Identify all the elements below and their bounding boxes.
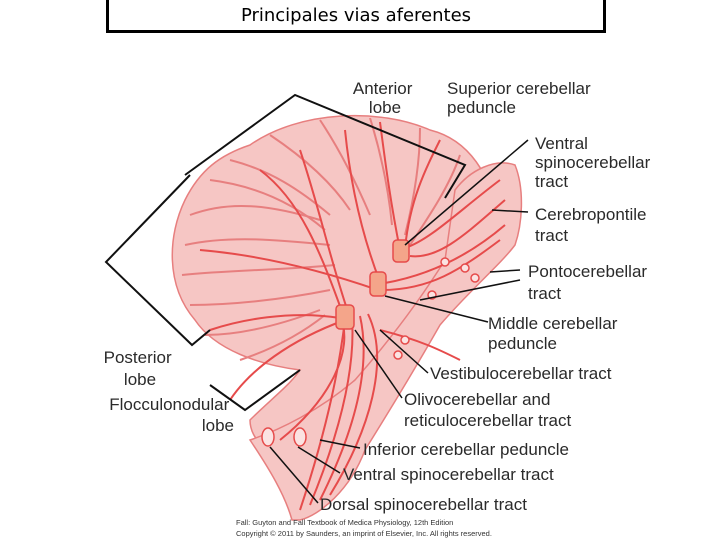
label-line: Dorsal spinocerebellar tract: [320, 495, 527, 514]
label-line: peduncle: [488, 334, 557, 353]
folium-line: [181, 264, 336, 276]
leader-line: [489, 269, 521, 273]
label-posterior-lobe: Posterior lobe: [104, 348, 177, 389]
label-anterior-lobe: Anterior lobe: [353, 79, 417, 117]
folium-line: [209, 179, 326, 231]
tract-cut-end: [393, 350, 403, 360]
label-line: Middle cerebellar: [488, 314, 618, 333]
label-line: Flocculonodular: [109, 395, 229, 414]
folium-line: [184, 238, 331, 246]
leader-line: [491, 209, 529, 213]
page-title: Principales vias aferentes: [240, 4, 472, 26]
leader-line: [384, 295, 489, 323]
label-vestibulocerebellar-tract: Vestibulocerebellar tract: [430, 364, 612, 383]
tract-line: [404, 179, 501, 249]
tract-line: [379, 329, 461, 361]
tract-line: [309, 317, 354, 506]
folium-line: [189, 204, 321, 221]
tract-line: [299, 149, 351, 319]
label-inferior-cerebellar-peduncle: Inferior cerebellar peduncle: [363, 440, 569, 459]
folium-line: [239, 314, 326, 361]
tract-line: [379, 121, 401, 251]
label-line: Cerebropontile: [535, 205, 647, 224]
anterior-lobe-bracket: [184, 93, 467, 199]
title-box: Principales vias aferentes: [106, 0, 606, 33]
label-dorsal-spinocerebellar-tract: Dorsal spinocerebellar tract: [320, 495, 527, 514]
tract-cut-end: [293, 427, 307, 447]
folium-line: [269, 134, 351, 211]
label-line: Superior cerebellar: [447, 79, 591, 98]
tract-line: [209, 314, 341, 331]
folium-line: [369, 117, 393, 226]
label-cerebropontile-tract: Cerebropontile tract: [535, 205, 651, 245]
folium-line: [189, 289, 331, 306]
leader-line: [354, 329, 403, 399]
tract-line: [381, 239, 501, 291]
leader-line: [404, 139, 529, 246]
label-middle-cerebellar-peduncle: Middle cerebellar peduncle: [488, 314, 622, 353]
label-line: Pontocerebellar: [528, 262, 647, 281]
credit-line: Copyright © 2011 by Saunders, an imprint…: [236, 529, 492, 538]
label-olivocerebellar-tract: Olivocerebellar and reticulocerebellar t…: [404, 390, 572, 430]
posterior-lobe-bracket: [104, 174, 211, 347]
label-line: peduncle: [447, 98, 516, 117]
label-line: Ventral spinocerebellar tract: [343, 465, 554, 484]
leader-line: [319, 439, 361, 449]
flocculonodular-bracket: [209, 369, 301, 412]
tract-line: [299, 319, 346, 511]
tract-line: [404, 139, 441, 249]
peduncle-bundles: [261, 239, 480, 447]
folium-line: [319, 119, 371, 216]
tract-lines: [199, 121, 506, 511]
label-superior-cerebellar-peduncle: Superior cerebellar peduncle: [447, 79, 595, 117]
tract-cut-end: [440, 257, 450, 267]
tract-line: [259, 169, 346, 321]
label-line: Vestibulocerebellar tract: [430, 364, 612, 383]
folium-line: [229, 159, 331, 216]
superior-peduncle-bundle: [392, 239, 410, 263]
lobe-brackets: [104, 93, 467, 412]
label-line: lobe: [202, 416, 234, 435]
middle-peduncle-bundle: [369, 271, 387, 297]
label-line: Anterior: [353, 79, 413, 98]
label-pontocerebellar-tract: Pontocerebellar tract: [528, 262, 652, 303]
figure-credit: Fall: Guyton and Fall Textbook of Medica…: [236, 518, 492, 538]
inferior-peduncle-bundle: [335, 304, 355, 330]
label-ventral-spinocerebellar-tract-bottom: Ventral spinocerebellar tract: [343, 465, 554, 484]
tract-line: [229, 319, 346, 401]
label-line: Olivocerebellar and: [404, 390, 550, 409]
leader-line: [379, 329, 429, 374]
label-ventral-spinocerebellar-tract-top: Ventral spinocerebellar tract: [535, 134, 655, 191]
label-line: reticulocerebellar tract: [404, 411, 572, 430]
leader-line: [419, 279, 521, 301]
tract-cut-end: [460, 263, 470, 273]
label-line: tract: [535, 226, 568, 245]
tract-line: [344, 129, 381, 283]
label-line: tract: [528, 284, 561, 303]
leader-lines: [269, 139, 529, 504]
label-line: spinocerebellar: [535, 153, 651, 172]
label-line: lobe: [124, 370, 156, 389]
leader-line: [297, 446, 341, 474]
tract-line: [329, 313, 379, 496]
label-line: Posterior: [104, 348, 172, 367]
label-line: tract: [535, 172, 568, 191]
label-line: Inferior cerebellar peduncle: [363, 440, 569, 459]
label-flocculonodular-lobe: Flocculonodular lobe: [109, 395, 234, 435]
tract-line: [199, 249, 379, 291]
tract-cut-end: [261, 427, 275, 447]
tract-line: [319, 315, 365, 501]
label-line: Ventral: [535, 134, 588, 153]
labels: Anterior lobe Superior cerebellar pedunc…: [104, 79, 655, 514]
tract-cut-end: [400, 335, 410, 345]
leader-line: [269, 446, 319, 504]
label-line: lobe: [369, 98, 401, 117]
credit-line: Fall: Guyton and Fall Textbook of Medica…: [236, 518, 453, 527]
tract-cut-end: [470, 273, 480, 283]
